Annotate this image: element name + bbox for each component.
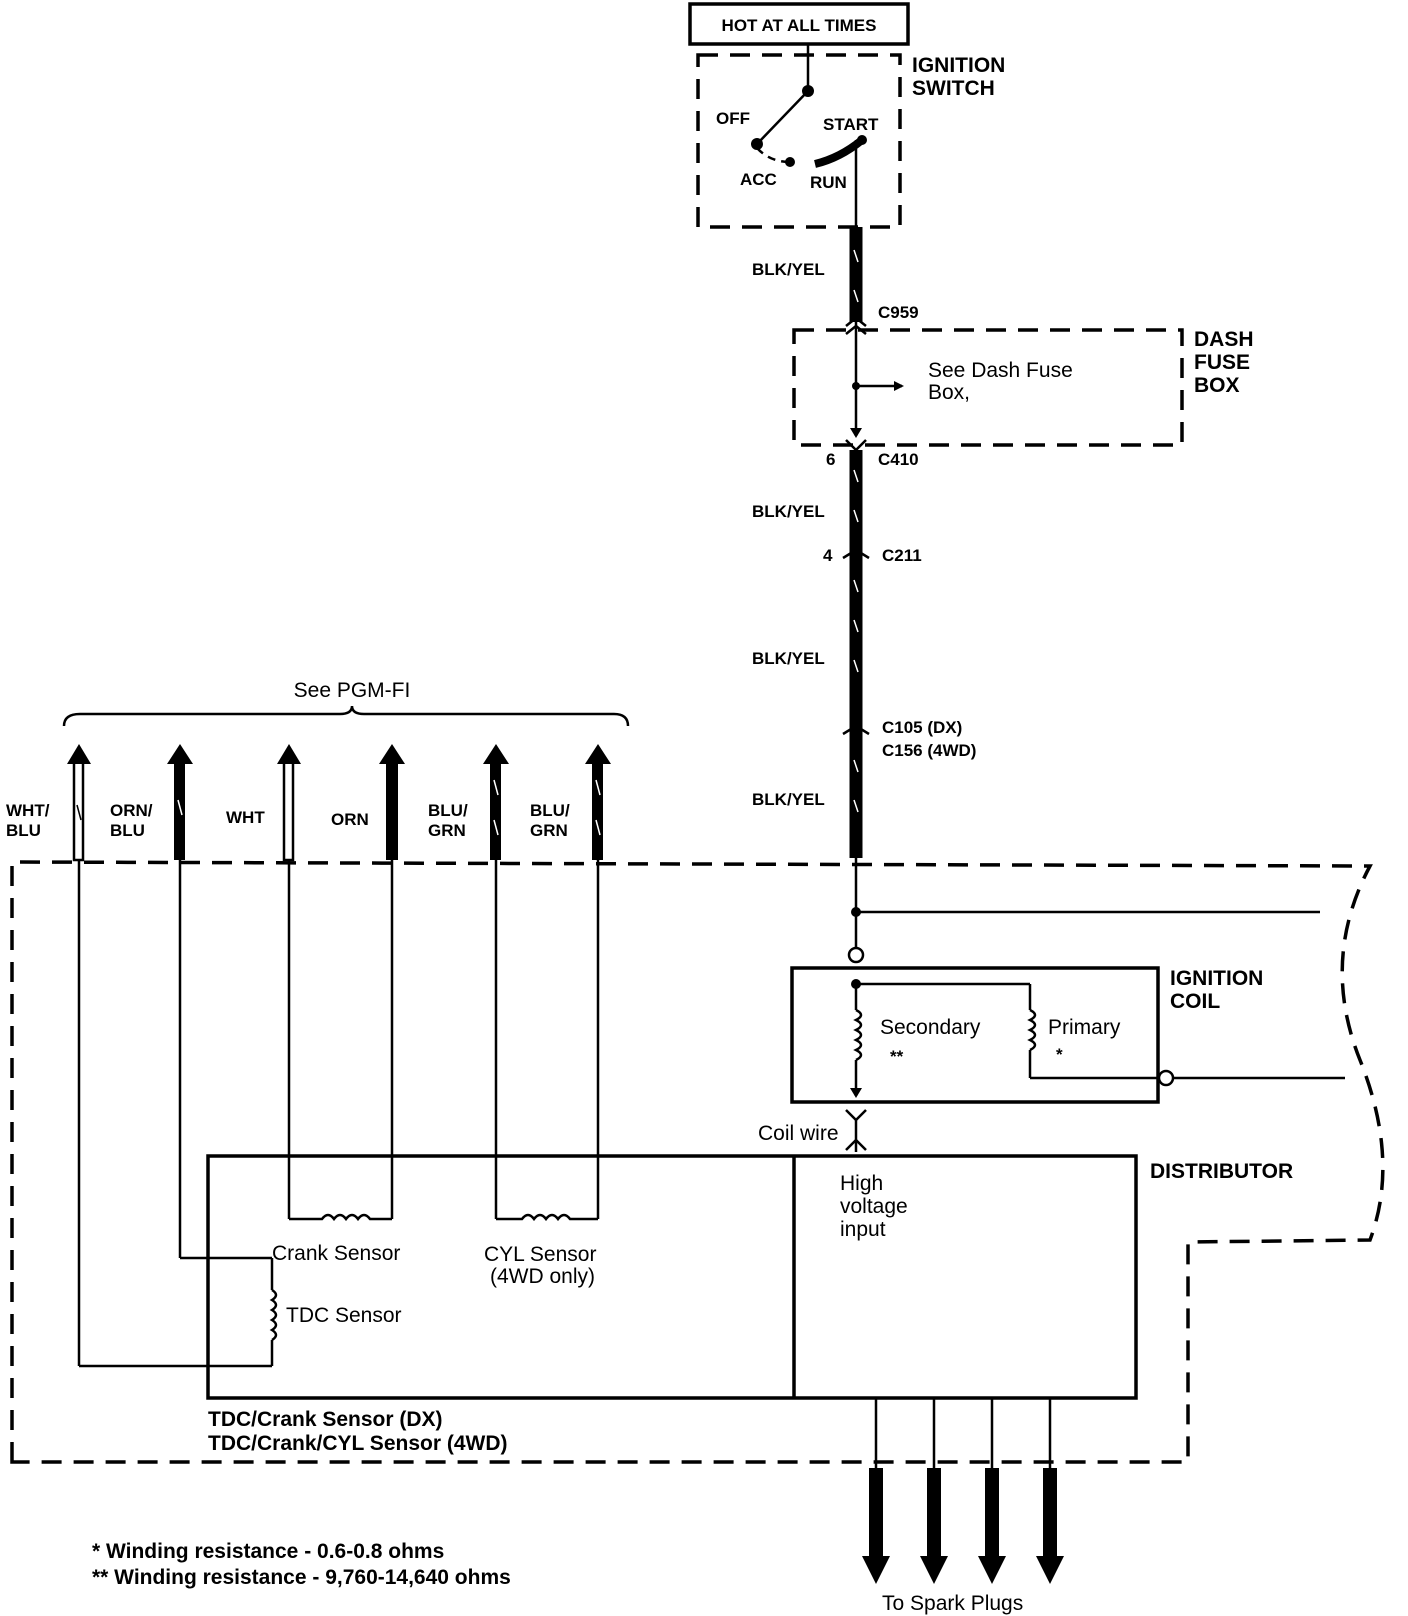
spark-plugs-label: To Spark Plugs <box>882 1592 1023 1615</box>
ignition-coil-title-2: COIL <box>1170 990 1220 1013</box>
coil-primary-label: Primary <box>1048 1016 1121 1039</box>
spark-plug-leads <box>862 1398 1064 1584</box>
switch-pos-acc: ACC <box>740 170 777 189</box>
ignition-switch-title-2: SWITCH <box>912 77 995 100</box>
pgmfi-wire-2-color-2: BLU <box>110 821 145 840</box>
pgmfi-wires: WHT/ BLU ORN/ BLU WHT ORN BLU/ GRN BLU/ … <box>6 744 611 1368</box>
cyl-sensor-label-2: (4WD only) <box>490 1265 595 1288</box>
ignition-coil: IGNITION COIL Secondary ** Primary * Coi… <box>758 946 1345 1152</box>
distributor-box <box>206 1154 1138 1400</box>
hv-input-2: voltage <box>840 1195 908 1218</box>
hot-at-all-times-label: HOT AT ALL TIMES <box>722 16 877 35</box>
pgmfi-group: See PGM-FI <box>62 679 630 727</box>
ignition-switch-box <box>696 53 902 229</box>
coil-primary-mark: * <box>1056 1045 1063 1064</box>
dash-fuse-title-2: FUSE <box>1194 351 1250 374</box>
footnote-1: * Winding resistance - 0.6-0.8 ohms <box>92 1540 444 1563</box>
dash-fuse-title-3: BOX <box>1194 374 1240 397</box>
main-feed-wire: BLK/YEL BLK/YEL BLK/YEL BLK/YEL C959 6 C… <box>752 227 976 948</box>
footnotes: * Winding resistance - 0.6-0.8 ohms ** W… <box>92 1540 511 1589</box>
connector-c211-pin: 4 <box>823 546 833 565</box>
assembly-label-1: TDC/Crank Sensor (DX) <box>208 1408 443 1431</box>
wire-color-label-1: BLK/YEL <box>752 260 825 279</box>
dash-fuse-note-1: See Dash Fuse <box>928 359 1073 382</box>
connector-c410: C410 <box>878 450 919 469</box>
assembly-label-2: TDC/Crank/CYL Sensor (4WD) <box>208 1432 508 1455</box>
ignition-coil-box <box>790 966 1160 1104</box>
switch-pos-off: OFF <box>716 109 750 128</box>
ignition-switch-title-1: IGNITION <box>912 54 1005 77</box>
tdc-sensor-label: TDC Sensor <box>286 1304 402 1327</box>
pgmfi-wire-6-color-1: BLU/ <box>530 801 570 820</box>
footnote-2: ** Winding resistance - 9,760-14,640 ohm… <box>92 1566 511 1589</box>
coil-secondary-label: Secondary <box>880 1016 981 1039</box>
connector-c105: C105 (DX) <box>882 718 962 737</box>
pgmfi-wire-4-color-1: ORN <box>331 810 369 829</box>
switch-pos-start: START <box>823 115 879 134</box>
wire-color-label-4: BLK/YEL <box>752 790 825 809</box>
pgmfi-wire-3-color-1: WHT <box>226 808 265 827</box>
wire-color-label-3: BLK/YEL <box>752 649 825 668</box>
pgmfi-wire-2-color-1: ORN/ <box>110 801 153 820</box>
coil-secondary-mark: ** <box>890 1047 904 1066</box>
distributor-title: DISTRIBUTOR <box>1150 1160 1293 1183</box>
connector-c211: C211 <box>882 546 922 565</box>
hot-at-all-times-box <box>688 2 910 46</box>
pgmfi-label: See PGM-FI <box>294 679 411 702</box>
ignition-switch: HOT AT ALL TIMES IGNITION SWITCH OFF STA… <box>688 2 1005 229</box>
coil-wire-label: Coil wire <box>758 1122 839 1145</box>
pgmfi-wire-1-color-2: BLU <box>6 821 41 840</box>
dash-fuse-box-outline <box>792 328 1184 447</box>
cyl-sensor-label-1: CYL Sensor <box>484 1243 596 1266</box>
wire-color-label-2: BLK/YEL <box>752 502 825 521</box>
connector-c156: C156 (4WD) <box>882 741 976 760</box>
pgmfi-wire-5-color-2: GRN <box>428 821 466 840</box>
dash-fuse-box: See Dash Fuse Box, DASH FUSE BOX <box>792 328 1254 447</box>
switch-pos-run: RUN <box>810 173 847 192</box>
crank-sensor-label: Crank Sensor <box>272 1242 400 1265</box>
ignition-coil-title-1: IGNITION <box>1170 967 1263 990</box>
distributor-enclosure <box>10 860 1385 1464</box>
distributor: DISTRIBUTOR High voltage input Crank Sen… <box>206 1154 1293 1615</box>
hv-input-1: High <box>840 1172 883 1195</box>
pgmfi-wire-5-color-1: BLU/ <box>428 801 468 820</box>
connector-c959: C959 <box>878 303 919 322</box>
dash-fuse-note-2: Box, <box>928 381 970 404</box>
dash-fuse-title-1: DASH <box>1194 328 1254 351</box>
hv-input-3: input <box>840 1218 886 1241</box>
pgmfi-wire-6-color-2: GRN <box>530 821 568 840</box>
connector-c410-pin: 6 <box>826 450 835 469</box>
pgmfi-wire-1-color-1: WHT/ <box>6 801 50 820</box>
